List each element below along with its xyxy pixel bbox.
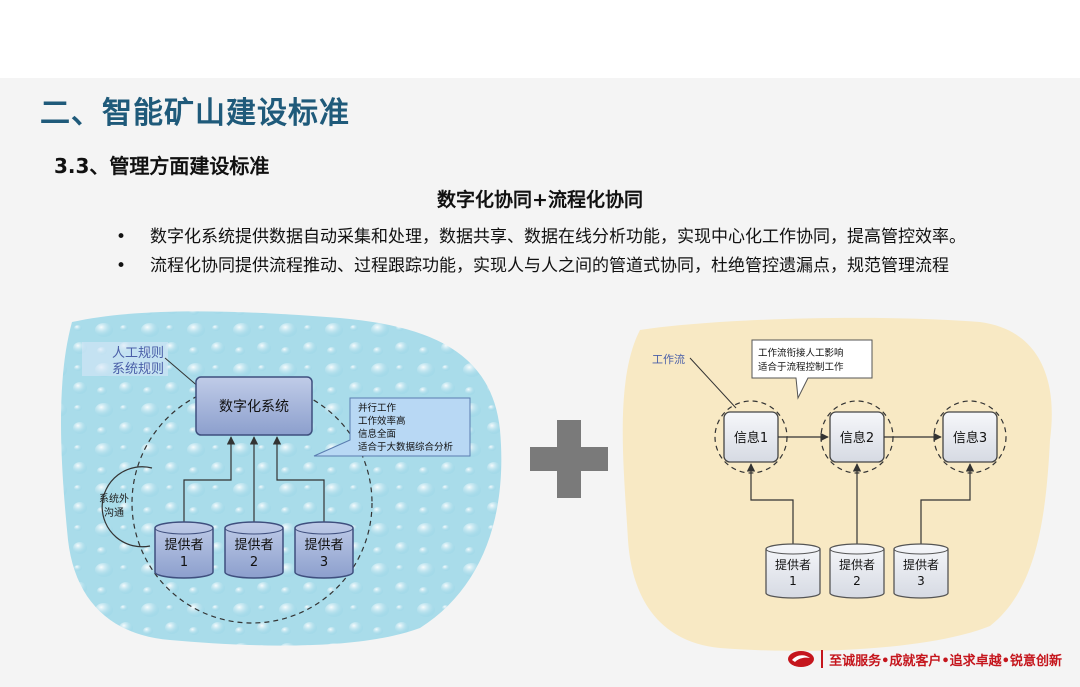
digital-callout-line2: 工作效率高 <box>358 415 406 427</box>
bullet-item: • 数字化系统提供数据自动采集和处理，数据共享、数据在线分析功能，实现中心化工作… <box>116 224 1036 251</box>
left-provider-3-name: 提供者 <box>304 537 343 553</box>
left-provider-2: 提供者 2 <box>224 521 284 579</box>
digital-callout-bubble <box>313 397 471 457</box>
workflow-callout-bubble <box>751 339 873 400</box>
right-provider-1: 提供者 1 <box>765 543 821 599</box>
footer: 至诚服务•成就客户•追求卓越•锐意创新 <box>787 647 1062 671</box>
rules-leader-line <box>164 357 201 389</box>
section-subtitle: 3.3、管理方面建设标准 <box>54 154 270 178</box>
left-provider-2-name: 提供者 <box>234 537 273 553</box>
left-provider-2-num: 2 <box>250 555 258 570</box>
workflow-label: 工作流 <box>652 352 685 366</box>
left-provider-1-num: 1 <box>180 555 188 570</box>
left-provider-1-name: 提供者 <box>164 537 203 553</box>
bullet-text: 流程化协同提供流程推动、过程跟踪功能，实现人与人之间的管道式协同，杜绝管控遗漏点… <box>150 256 949 276</box>
footer-separator <box>821 650 824 668</box>
diagram-canvas: 系统外 沟通 人工规则 系统规则 数字化系统 并行工作 工作效率高 信息全面 适… <box>61 311 1052 651</box>
bullet-item: • 流程化协同提供流程推动、过程跟踪功能，实现人与人之间的管道式协同，杜绝管控遗… <box>116 253 1036 280</box>
workflow-callout-line1: 工作流衔接人工影响 <box>758 347 844 359</box>
footer-slogan: 至诚服务•成就客户•追求卓越•锐意创新 <box>829 653 1062 669</box>
info-1-label: 信息1 <box>734 430 768 446</box>
info-3-box <box>942 411 998 463</box>
bullet-marker: • <box>116 227 127 247</box>
right-provider-1-num: 1 <box>789 574 797 588</box>
rules-label-box <box>82 342 168 376</box>
info-3-label: 信息3 <box>953 430 987 446</box>
diagram-heading: 数字化协同+流程化协同 <box>437 189 643 211</box>
page-title: 二、智能矿山建设标准 <box>40 96 350 131</box>
system-boundary-circle <box>131 382 373 624</box>
bullet-text: 数字化系统提供数据自动采集和处理，数据共享、数据在线分析功能，实现中心化工作协同… <box>150 227 966 247</box>
right-provider-2-num: 2 <box>853 574 861 588</box>
rules-label-line2: 系统规则 <box>112 362 164 377</box>
left-provider-3: 提供者 3 <box>294 521 354 579</box>
workflow-leader-line <box>689 357 737 409</box>
right-provider-3-num: 3 <box>917 574 925 588</box>
left-provider-1: 提供者 1 <box>154 521 214 579</box>
digital-system-label: 数字化系统 <box>219 399 289 415</box>
right-provider-3-name: 提供者 <box>903 557 939 572</box>
brand-logo-icon <box>788 651 815 667</box>
right-provider-connectors <box>746 463 975 544</box>
digital-callout-line3: 信息全面 <box>358 428 396 440</box>
left-provider-3-num: 3 <box>320 555 328 570</box>
external-communication-arc <box>101 466 153 548</box>
digital-callout-line4: 适合于大数据综合分析 <box>358 441 454 453</box>
right-provider-1-name: 提供者 <box>775 557 811 572</box>
workflow-callout-line2: 适合于流程控制工作 <box>758 361 844 373</box>
rules-label-line1: 人工规则 <box>112 346 164 361</box>
right-provider-3: 提供者 3 <box>893 543 949 599</box>
bullet-list: • 数字化系统提供数据自动采集和处理，数据共享、数据在线分析功能，实现中心化工作… <box>116 224 1036 282</box>
info-2-label: 信息2 <box>840 430 874 446</box>
right-provider-2: 提供者 2 <box>829 543 885 599</box>
left-provider-connectors <box>183 436 325 522</box>
external-label-line1: 系统外 <box>99 492 129 505</box>
bullet-marker: • <box>116 256 127 276</box>
digital-system-box <box>195 376 313 436</box>
plus-sign <box>530 420 608 498</box>
right-provider-2-name: 提供者 <box>839 557 875 572</box>
digital-callout-line1: 并行工作 <box>358 402 397 414</box>
external-label-line2: 沟通 <box>104 506 124 519</box>
